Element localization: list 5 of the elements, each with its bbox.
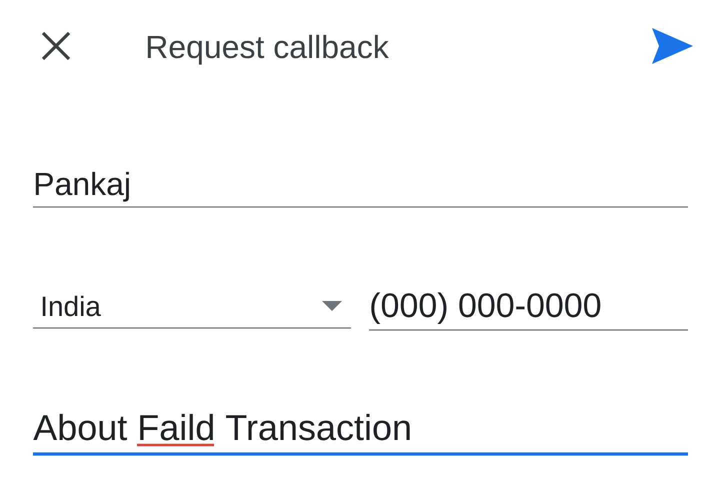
input-field: About Faild Transaction <box>33 414 688 456</box>
dropdown-field: India <box>33 296 351 329</box>
input-field: (000) 000-0000 <box>369 292 688 331</box>
screen-title: Request callback <box>148 34 389 65</box>
input-field: Pankaj <box>33 172 688 208</box>
